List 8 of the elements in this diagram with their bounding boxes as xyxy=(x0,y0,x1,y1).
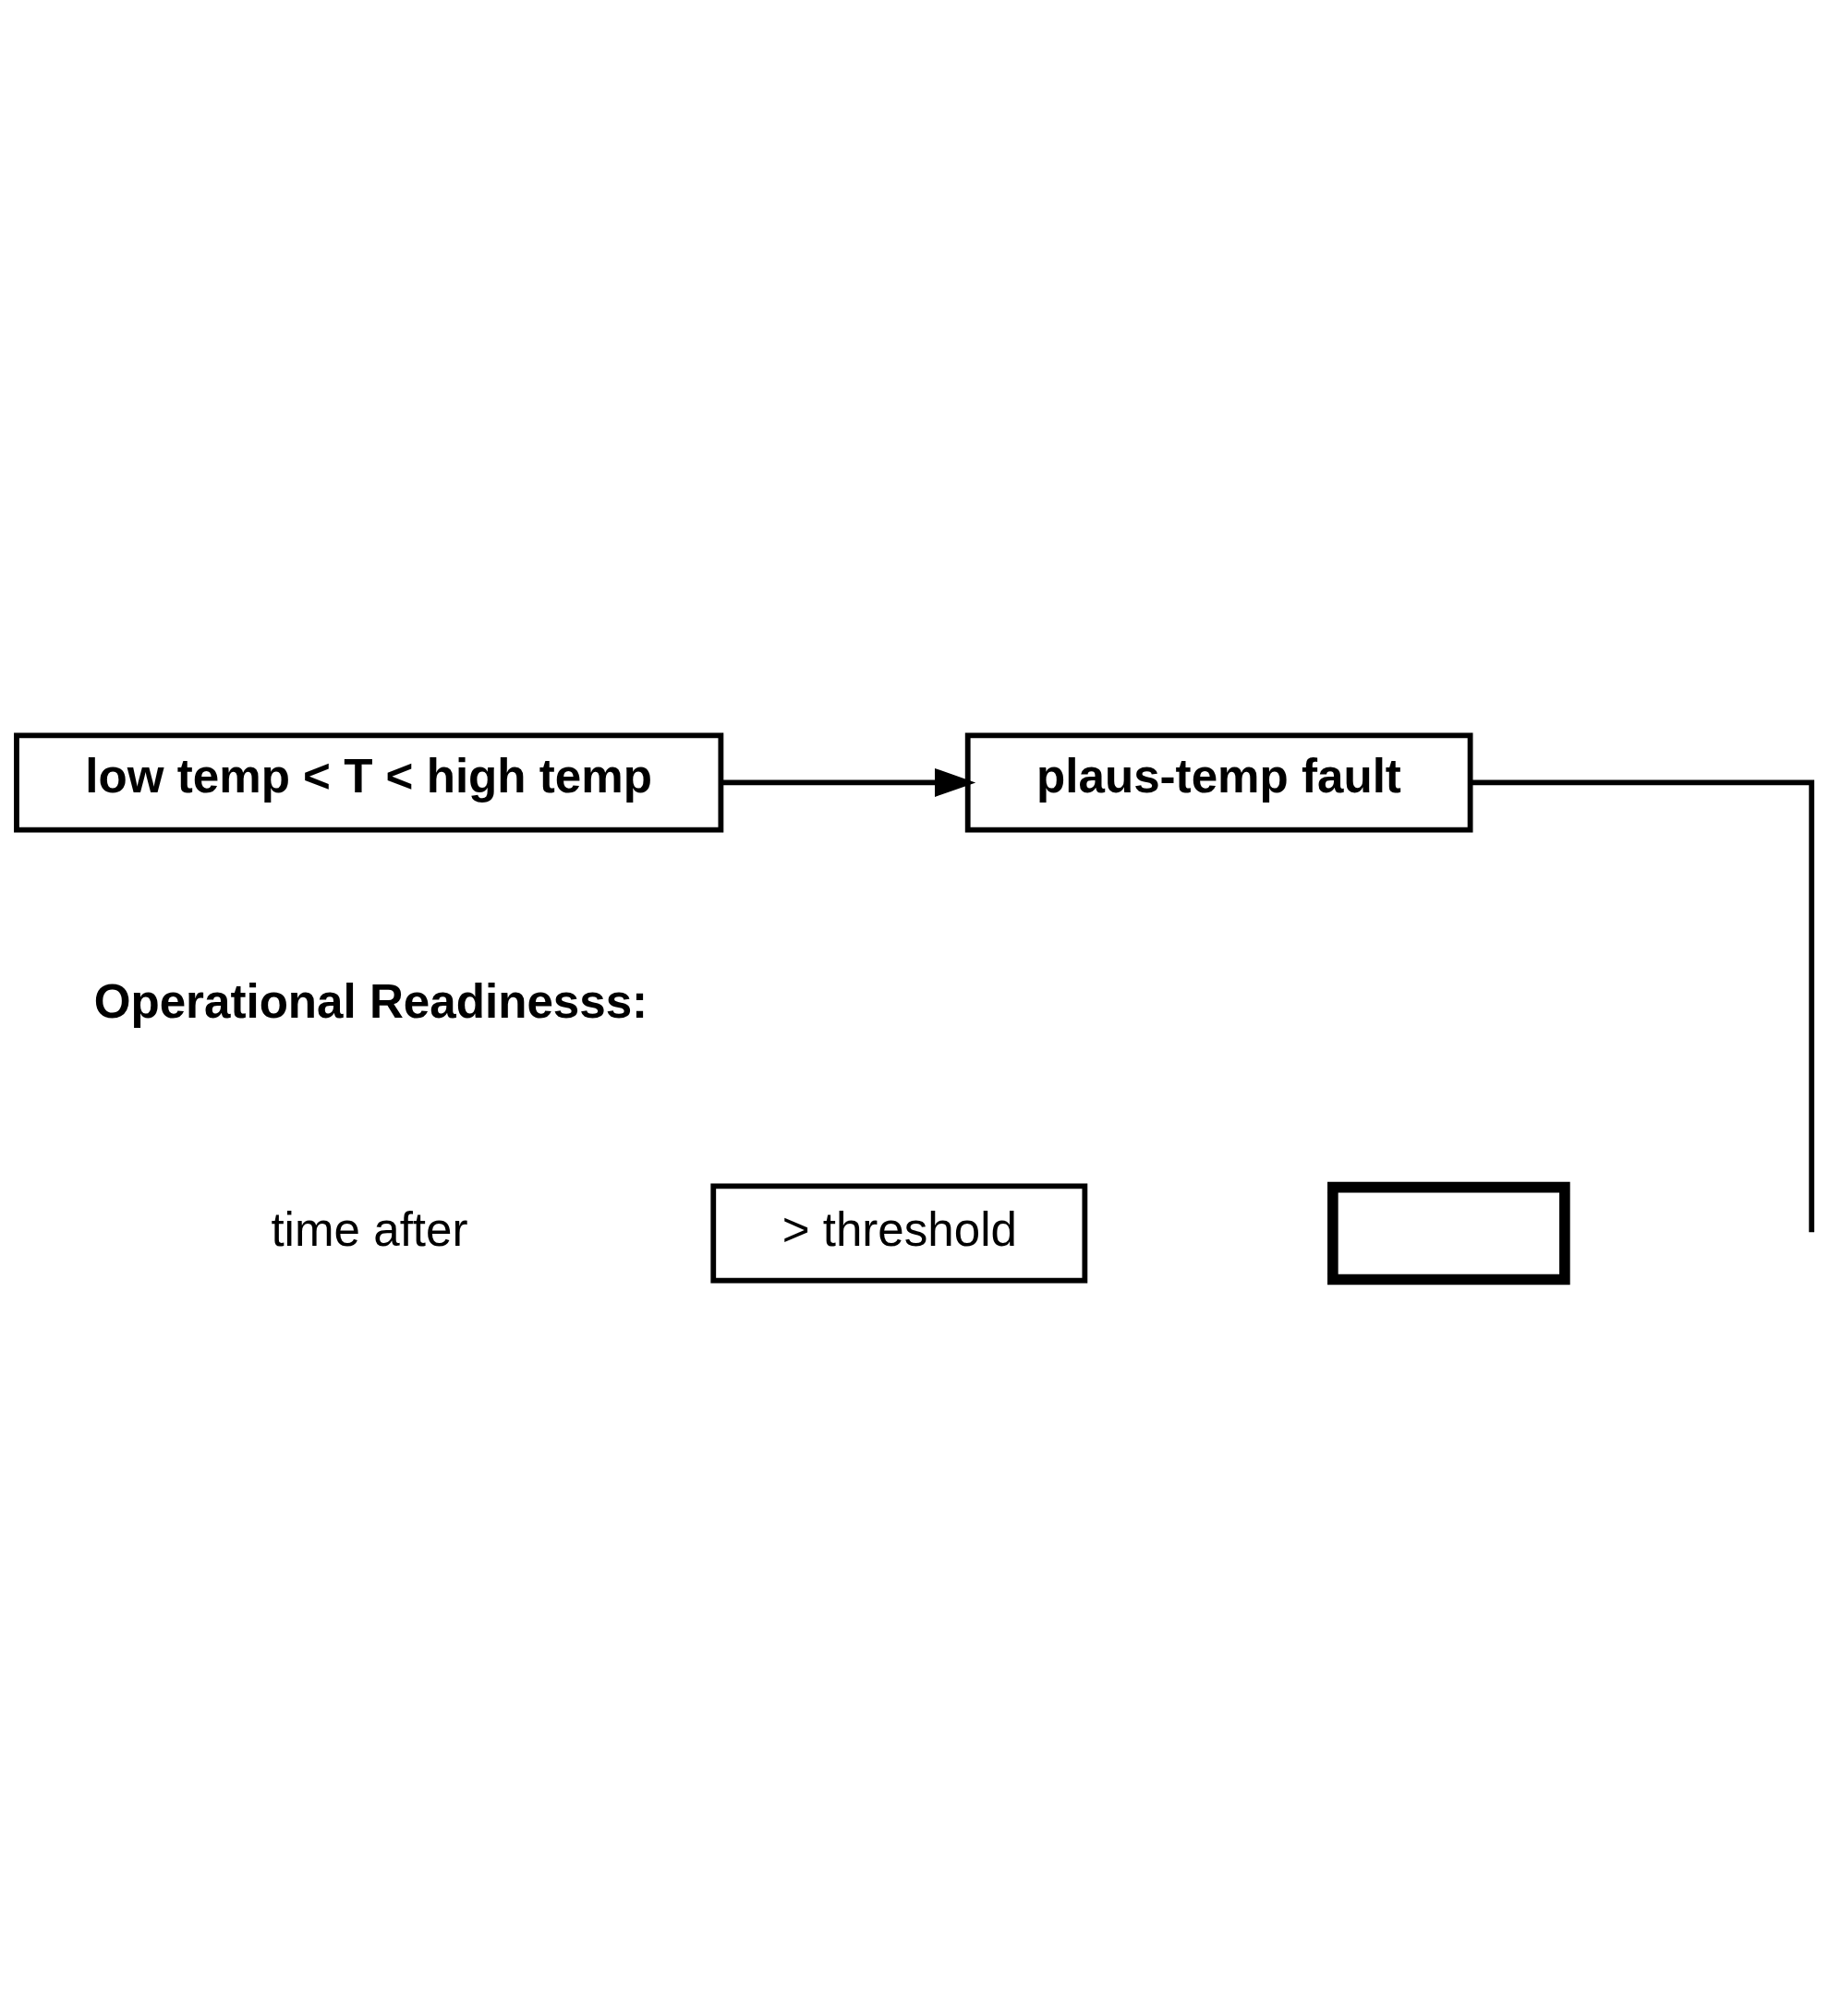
node-box: plaus-temp fault xyxy=(964,732,1473,833)
connector xyxy=(1470,779,1815,1233)
arrow xyxy=(721,767,976,797)
node-box: low temp < T < high temp xyxy=(14,732,724,833)
node-box xyxy=(1327,1181,1570,1286)
label: Operational Readinesss: xyxy=(93,975,648,1029)
node-box: > threshold xyxy=(710,1183,1088,1284)
label: time after xyxy=(271,1202,468,1256)
